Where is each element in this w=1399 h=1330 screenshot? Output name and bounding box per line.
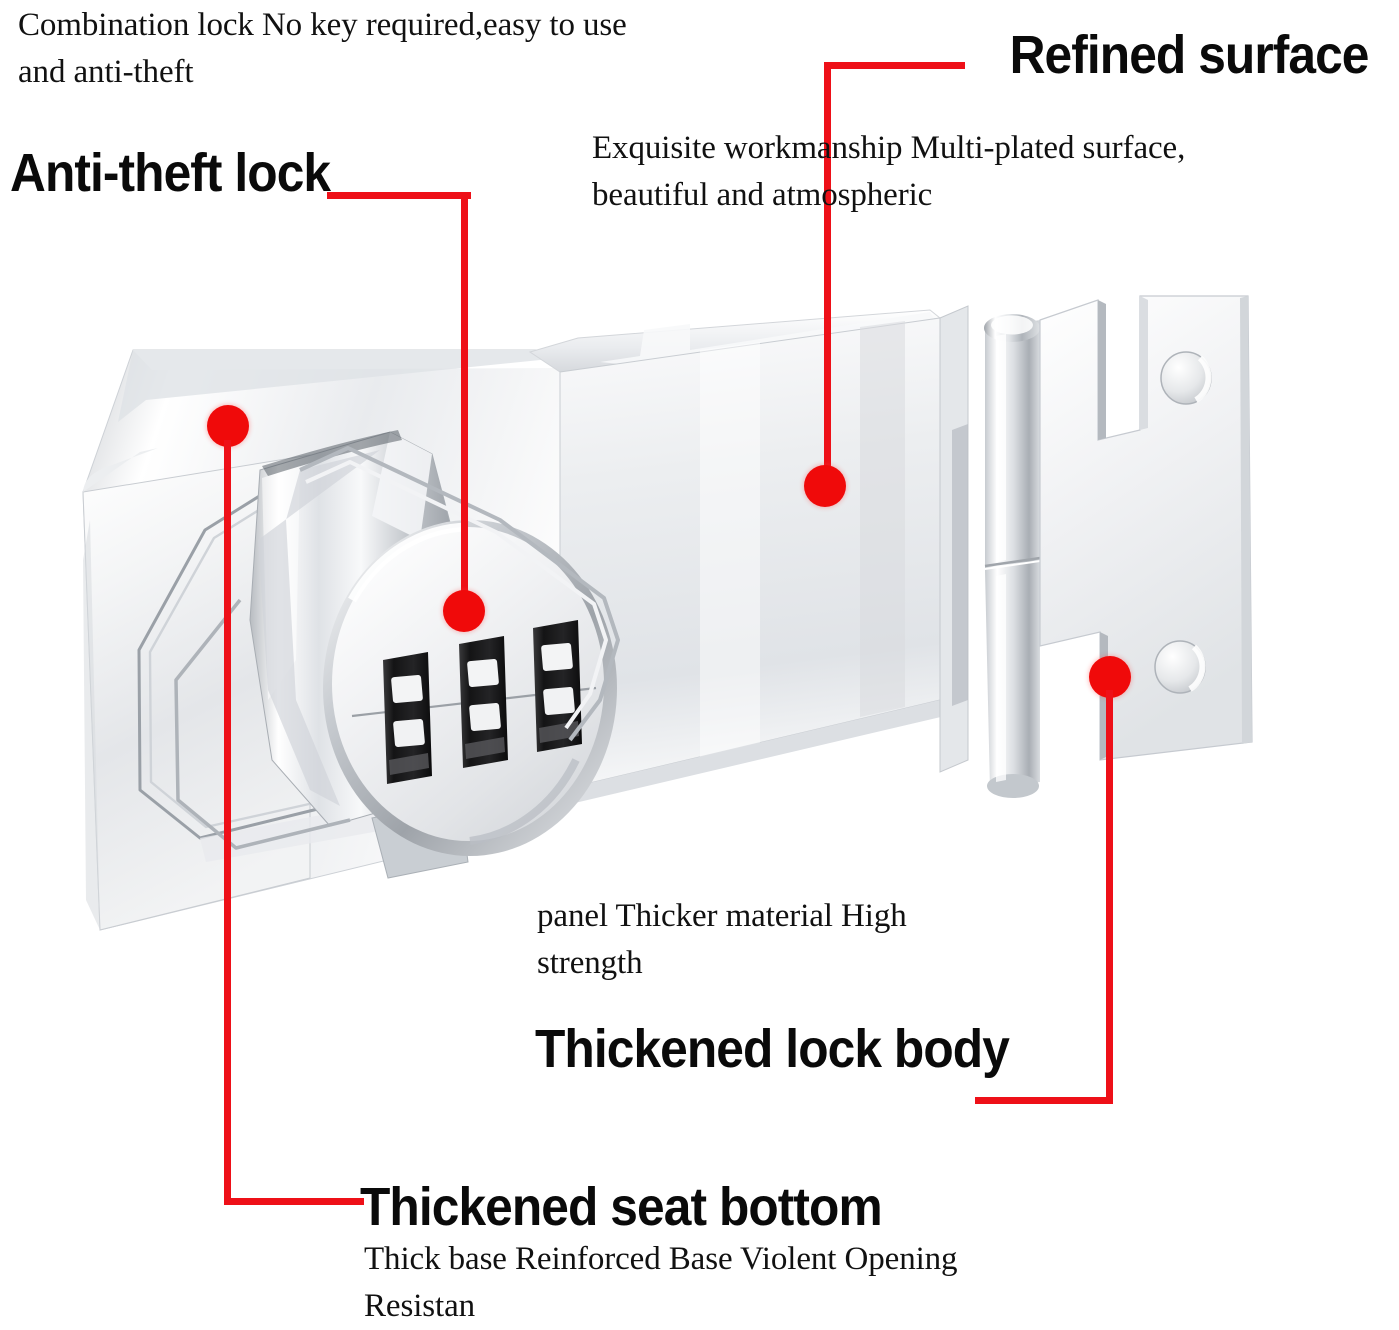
- callout-dot-refined-surface: [804, 465, 846, 507]
- thickened-lock-body-description: panel Thicker material High strength: [537, 898, 907, 981]
- callout-dot-anti-theft-lock: [443, 590, 485, 632]
- combination-lock-description: Combination lock No key required,easy to…: [18, 7, 627, 90]
- leader-refined-surface-vertical: [824, 62, 831, 466]
- leader-lock-body-horizontal: [975, 1097, 1113, 1104]
- headline-thickened-seat-bottom: Thickened seat bottom: [360, 1177, 883, 1237]
- thickened-seat-bottom-description: Thick base Reinforced Base Violent Openi…: [364, 1241, 958, 1324]
- leader-seat-bottom-vertical: [224, 440, 231, 1205]
- refined-surface-description: Exquisite workmanship Multi-plated surfa…: [592, 130, 1186, 213]
- leader-refined-surface-horizontal: [827, 62, 965, 69]
- headline-anti-theft-lock: Anti-theft lock: [10, 143, 331, 203]
- headline-thickened-lock-body: Thickened lock body: [535, 1019, 1010, 1079]
- headline-refined-surface: Refined surface: [1009, 25, 1370, 85]
- leader-anti-theft-vertical: [461, 192, 468, 614]
- leader-anti-theft-horizontal: [327, 192, 471, 199]
- leader-seat-bottom-horizontal: [224, 1198, 364, 1205]
- leader-lock-body-vertical: [1106, 690, 1113, 1104]
